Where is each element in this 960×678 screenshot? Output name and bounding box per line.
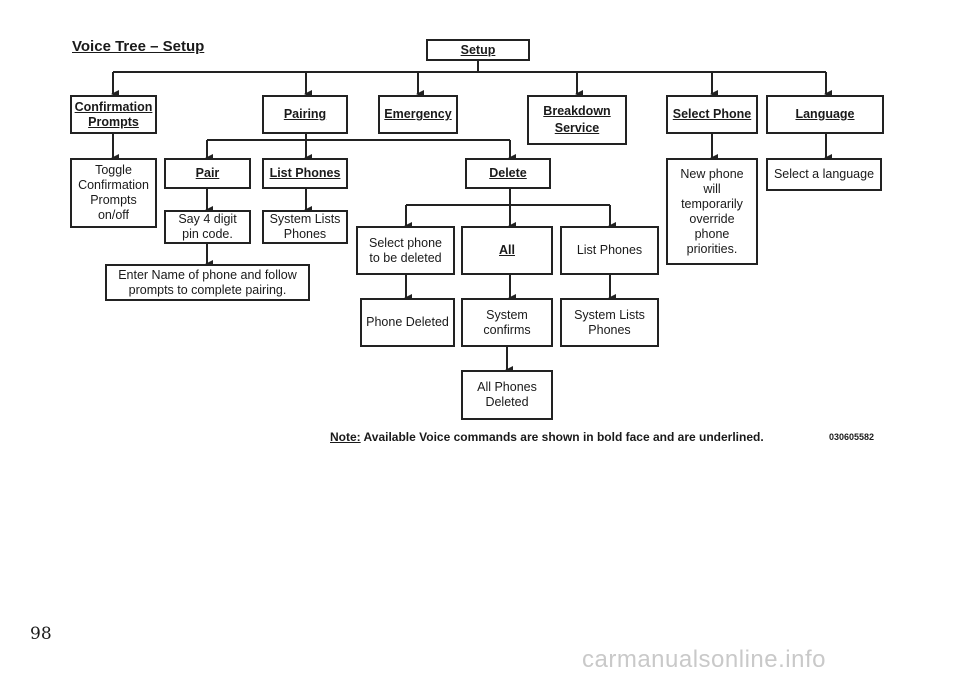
node-select-phone-to-delete: Select phone to be deleted: [356, 226, 455, 275]
page-number: 98: [30, 624, 52, 644]
figure-code: 030605582: [829, 432, 875, 442]
node-select-a-language: Select a language: [766, 158, 882, 191]
node-toggle-confirmation: Toggle Confirmation Prompts on/off: [70, 158, 157, 228]
watermark: carmanualsonline.info: [582, 646, 826, 673]
node-breakdown-service: Breakdown Service: [527, 95, 627, 145]
node-confirmation-prompts: Confirmation Prompts: [70, 95, 157, 134]
node-pair: Pair: [164, 158, 251, 189]
note-text: Available Voice commands are shown in bo…: [360, 430, 764, 444]
node-system-confirms: System confirms: [461, 298, 553, 347]
node-system-lists-phones-delete: System Lists Phones: [560, 298, 659, 347]
node-new-phone-override: New phone will temporarily override phon…: [666, 158, 758, 265]
node-phone-deleted: Phone Deleted: [360, 298, 455, 347]
node-emergency: Emergency: [378, 95, 458, 134]
node-system-lists-phones-pairing: System Lists Phones: [262, 210, 348, 244]
node-all: All: [461, 226, 553, 275]
node-say-pin: Say 4 digit pin code.: [164, 210, 251, 244]
node-language: Language: [766, 95, 884, 134]
node-all-phones-deleted: All Phones Deleted: [461, 370, 553, 420]
node-list-phones-delete: List Phones: [560, 226, 659, 275]
note-label: Note:: [330, 430, 361, 444]
node-delete: Delete: [465, 158, 551, 189]
node-list-phones: List Phones: [262, 158, 348, 189]
node-enter-name: Enter Name of phone and follow prompts t…: [105, 264, 310, 301]
footnote: Note: Available Voice commands are shown…: [330, 430, 764, 444]
diagram-title: Voice Tree – Setup: [72, 38, 205, 55]
node-select-phone: Select Phone: [666, 95, 758, 134]
node-setup: Setup: [426, 39, 530, 61]
node-pairing: Pairing: [262, 95, 348, 134]
